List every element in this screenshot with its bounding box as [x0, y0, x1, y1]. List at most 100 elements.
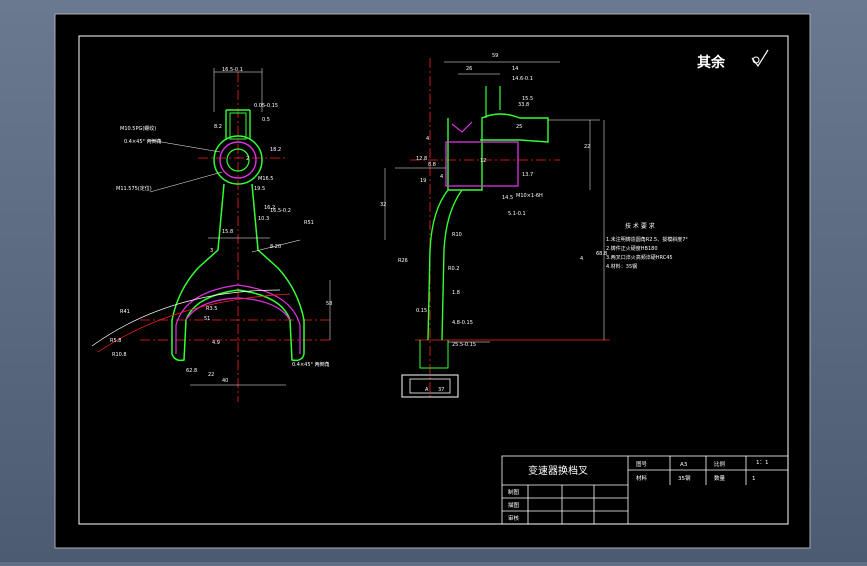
dimension-label: 2 — [246, 156, 249, 162]
material-value: 35钢 — [678, 474, 691, 482]
section-box — [401, 374, 459, 398]
dimension-label: 10.3 — [258, 216, 269, 222]
dimension-label: R3.5 — [206, 306, 217, 312]
drawing-no-label: 图号 — [636, 460, 648, 468]
dimension-label: 0.05-0.15 — [254, 103, 278, 109]
hub-inner-magenta — [219, 141, 257, 179]
dimension-label: 4 — [580, 256, 583, 262]
dimension-label: 16.2 — [264, 205, 275, 211]
dimension-label: 8.2 — [214, 124, 222, 130]
dimension-label: 40 — [222, 378, 228, 384]
dimension-label: 14 — [512, 66, 518, 72]
dimension-label: 12 — [480, 158, 486, 164]
side-top-outline — [447, 113, 549, 191]
dimension-label: 0.4×45° 两倒角 — [124, 138, 162, 145]
dimension-label: R10 — [452, 232, 462, 238]
dimension-label: 58 — [326, 301, 332, 307]
dimension-label: R5.8 — [110, 338, 121, 344]
sign-row-label: 审核 — [508, 514, 520, 522]
dimension-label: 18.2 — [270, 147, 281, 153]
section-inner — [409, 378, 451, 394]
fork-inner-magenta — [185, 297, 291, 321]
dimension-label: 15.8 — [222, 229, 233, 235]
dimension-label: 4 — [426, 136, 429, 142]
qty-label: 数量 — [714, 474, 726, 482]
dimension-label: 16.5-0.1 — [222, 67, 243, 73]
dimension-label: 16.5-0.2 — [270, 208, 291, 214]
tech-title: 技 术 要 求 — [625, 222, 655, 230]
scale-label: 比例 — [714, 460, 726, 468]
tech-item-4: 4.材料：35钢 — [606, 263, 637, 270]
hub-bore — [226, 148, 250, 172]
front-view — [91, 68, 331, 402]
radius-arc-red — [97, 293, 291, 353]
leader-thread — [149, 139, 221, 153]
dimension-label: 59 — [492, 53, 498, 59]
hub-outer — [213, 135, 263, 185]
dimension-label: R41 — [120, 309, 130, 315]
drawing-no: A3 — [680, 462, 688, 468]
dimension-label: A — [425, 387, 429, 393]
qty-value: 1 — [752, 476, 756, 482]
dimension-label: 22 — [584, 144, 590, 150]
sign-row-label: 制图 — [508, 488, 520, 496]
dimension-label: 1.8 — [452, 290, 460, 296]
dimension-label: 25 — [516, 124, 522, 130]
side-notch — [451, 121, 473, 133]
dimension-label: M16.5 — [258, 176, 273, 182]
dimension-label: 4.8-0.15 — [452, 320, 473, 326]
side-arm-outline — [427, 189, 463, 341]
frame-border — [78, 35, 789, 525]
title-block — [501, 455, 789, 525]
dimension-label: 0.5 — [262, 117, 270, 123]
roughness-symbol-icon — [751, 49, 769, 68]
dimension-label: M10.5PG(螺纹) — [120, 125, 156, 132]
fork-edge-magenta — [175, 284, 301, 354]
sheet-border — [54, 13, 811, 549]
dimension-label: 14.5 — [502, 195, 513, 201]
side-foot — [419, 340, 449, 369]
dimension-label: 33.8 — [518, 102, 529, 108]
dimension-label: R10.8 — [112, 352, 127, 358]
dimension-label: 14.6-0.1 — [512, 76, 533, 82]
leader-r51 — [251, 239, 301, 253]
dimension-label: 19 — [420, 178, 426, 184]
dimension-label: 0.4×45° 两倒角 — [292, 361, 330, 368]
dimension-label: 26 — [466, 66, 472, 72]
dimension-label: 3 — [210, 248, 213, 254]
scale-value: 1：1 — [756, 460, 769, 466]
dimension-label: 5.1-0.1 — [508, 211, 526, 217]
dimension-label: 12.8 — [416, 156, 427, 162]
dimension-label: M11.575(定位) — [116, 185, 152, 192]
dimension-label: 32 — [380, 202, 386, 208]
part-name: 变速器换档叉 — [528, 464, 588, 477]
tech-item-2: 2.铸件正火硬度HB180 — [606, 245, 658, 252]
dimension-label: 4.9 — [212, 340, 220, 346]
roughness-circle-icon — [752, 56, 760, 64]
tech-item-3: 3.两叉口淬火高频淬硬HRC45 — [606, 254, 673, 261]
fork-body-outline — [171, 183, 305, 362]
tech-item-1: 1.未注明铸造圆角R2.5、拔模斜度7° — [606, 236, 688, 243]
leader-locating — [149, 171, 223, 193]
dimension-label: R26 — [398, 258, 408, 264]
dimension-label: 8.20 — [270, 244, 281, 250]
dimension-label: R0.2 — [448, 266, 459, 272]
dimension-label: 15.5 — [522, 96, 533, 102]
dimension-label: 62.8 — [186, 368, 197, 374]
dimension-label: M10×1-6H — [516, 193, 543, 199]
roughness-note: 其余 — [697, 54, 726, 71]
dimension-label: 4 — [440, 174, 443, 180]
side-bore-magenta — [445, 141, 519, 187]
dimension-label: 22 — [208, 372, 214, 378]
tech-requirements: 技 术 要 求 1.未注明铸造圆角R2.5、拔模斜度7° 2.铸件正火硬度HB1… — [606, 222, 688, 270]
radius-arc — [91, 289, 281, 347]
dimension-label: 37 — [438, 387, 444, 393]
dimension-label: 51 — [204, 316, 210, 322]
sign-row-label: 描图 — [508, 501, 520, 509]
dimension-label: 68.8 — [596, 251, 607, 257]
dimension-label: 8.8 — [428, 162, 436, 168]
